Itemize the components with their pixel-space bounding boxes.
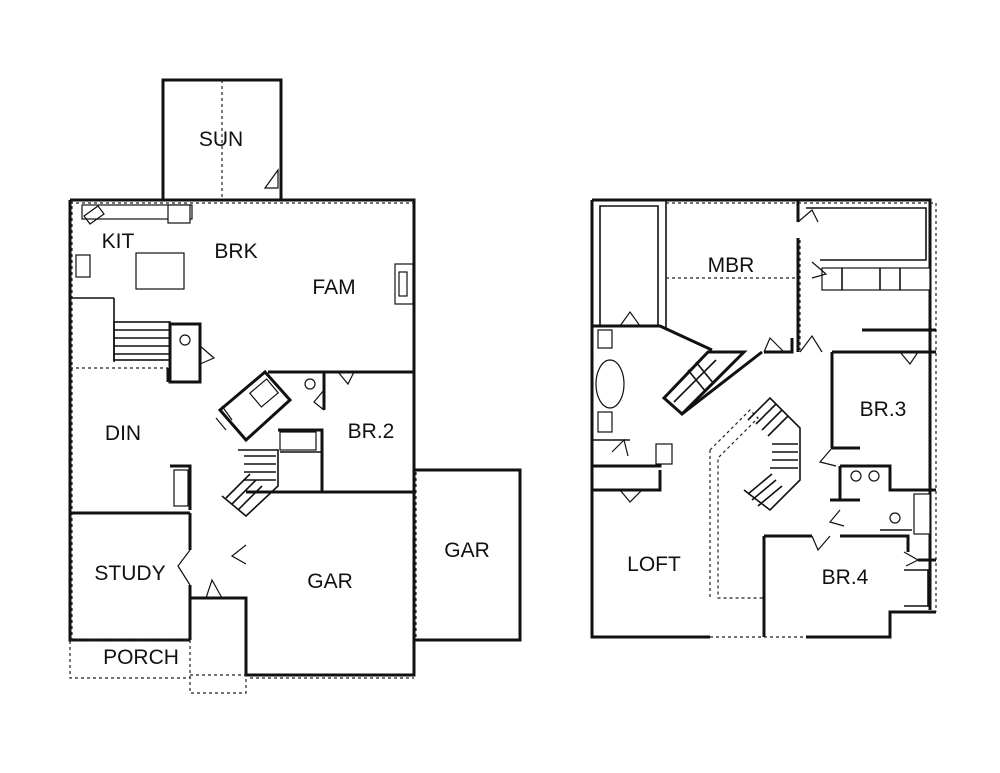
room-label-gar-main: GAR bbox=[307, 570, 353, 593]
room-label-brk: BRK bbox=[214, 240, 257, 263]
room-label-mbr: MBR bbox=[708, 254, 755, 277]
master-bedroom-walls bbox=[666, 200, 819, 352]
master-bath bbox=[592, 310, 713, 468]
first-floor-plan: SUN KIT BRK FAM DIN BR.2 STUDY GAR GAR P… bbox=[68, 78, 522, 694]
room-label-study: STUDY bbox=[94, 562, 165, 585]
room-label-gar-side: GAR bbox=[444, 539, 490, 562]
room-label-br4: BR.4 bbox=[822, 566, 869, 589]
room-label-sun: SUN bbox=[199, 128, 243, 151]
room-label-kit: KIT bbox=[102, 230, 135, 253]
room-label-loft: LOFT bbox=[627, 553, 681, 576]
room-label-din: DIN bbox=[105, 422, 141, 445]
dining-study-walls bbox=[70, 368, 247, 640]
second-floor-plan: MBR BR.3 LOFT BR.4 bbox=[590, 198, 937, 639]
main-garage bbox=[246, 490, 414, 679]
second-floor-outer-wall bbox=[590, 198, 932, 639]
room-label-fam: FAM bbox=[312, 276, 355, 299]
room-label-br3: BR.3 bbox=[860, 398, 907, 421]
sunroom bbox=[161, 78, 283, 202]
kitchen-stair bbox=[113, 321, 216, 384]
side-garage bbox=[414, 468, 522, 642]
porch bbox=[69, 639, 247, 694]
room-label-br2: BR.2 bbox=[348, 420, 395, 443]
first-floor-outer-wall bbox=[68, 198, 416, 677]
walk-in-closet-left bbox=[599, 200, 667, 328]
kitchen-counter bbox=[70, 204, 193, 362]
upper-stair bbox=[743, 396, 801, 512]
br3-walls bbox=[818, 328, 936, 467]
bath-br3-br4 bbox=[828, 464, 936, 535]
br4-walls bbox=[762, 534, 936, 607]
loft-walls bbox=[592, 409, 764, 599]
master-closet-right bbox=[806, 207, 931, 291]
room-label-porch: PORCH bbox=[103, 646, 179, 669]
central-stair bbox=[215, 369, 293, 518]
linen-closet bbox=[661, 350, 748, 417]
